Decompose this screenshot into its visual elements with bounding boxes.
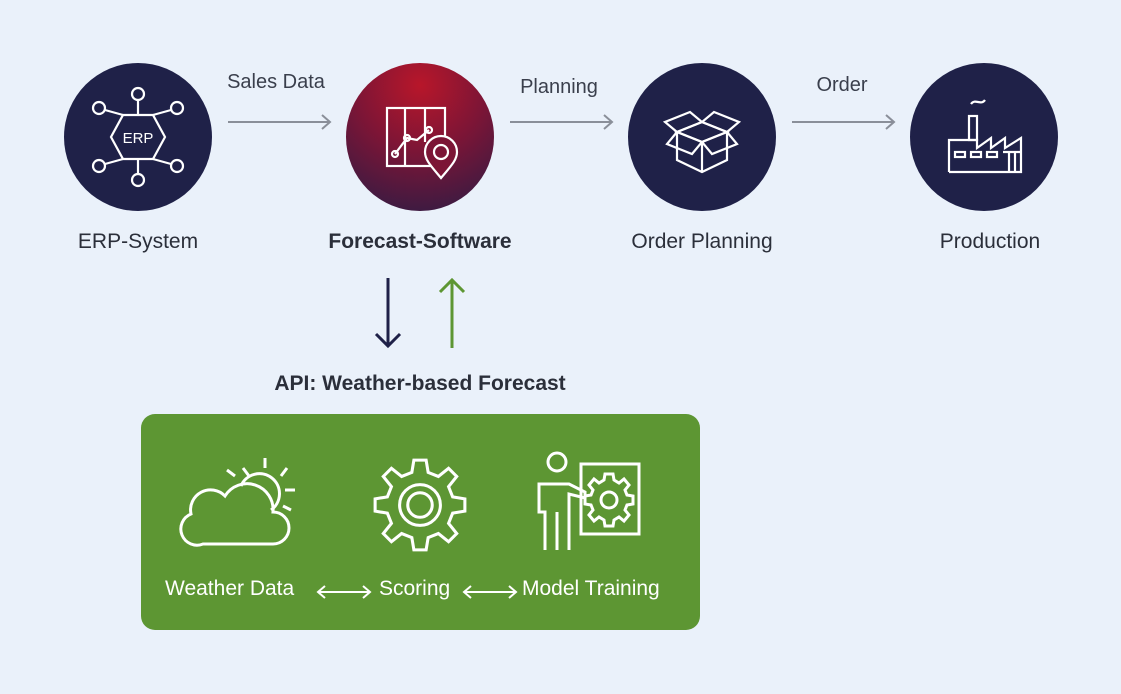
double-arrow-icon [316, 585, 372, 599]
gear-icon [373, 458, 467, 552]
edge-label-planning: Planning [520, 76, 598, 98]
double-arrow-icon [462, 585, 518, 599]
order-planning-node [628, 63, 776, 211]
edge-label-order: Order [816, 74, 868, 96]
forecast-software-node [346, 63, 494, 211]
arrow-up-icon [438, 277, 466, 348]
api-title: API: Weather-based Forecast [274, 372, 566, 395]
arrow-down-icon [374, 278, 402, 349]
erp-system-node: ERP [64, 63, 212, 211]
api-box: Weather Data Scoring Model Training [141, 414, 700, 630]
production-node [910, 63, 1058, 211]
scoring-label: Scoring [379, 577, 451, 600]
arrow-right-icon [228, 114, 332, 130]
order-planning-label: Order Planning [631, 230, 773, 253]
edge-label-sales-data: Sales Data [227, 71, 325, 93]
forecast-software-label: Forecast-Software [328, 230, 512, 253]
map-chart-pin-icon [385, 106, 459, 180]
weather-data-label: Weather Data [165, 577, 295, 600]
arrow-right-icon [510, 114, 614, 130]
presenter-gear-icon [537, 451, 641, 550]
production-label: Production [939, 230, 1041, 253]
model-training-label: Model Training [522, 577, 660, 600]
open-box-icon [662, 110, 742, 174]
erp-system-label: ERP-System [77, 230, 199, 253]
factory-icon [947, 99, 1023, 174]
svg-text:ERP: ERP [123, 130, 154, 147]
cloud-sun-icon [179, 458, 295, 547]
erp-network-icon: ERP [91, 86, 185, 188]
arrow-right-icon [792, 114, 896, 130]
